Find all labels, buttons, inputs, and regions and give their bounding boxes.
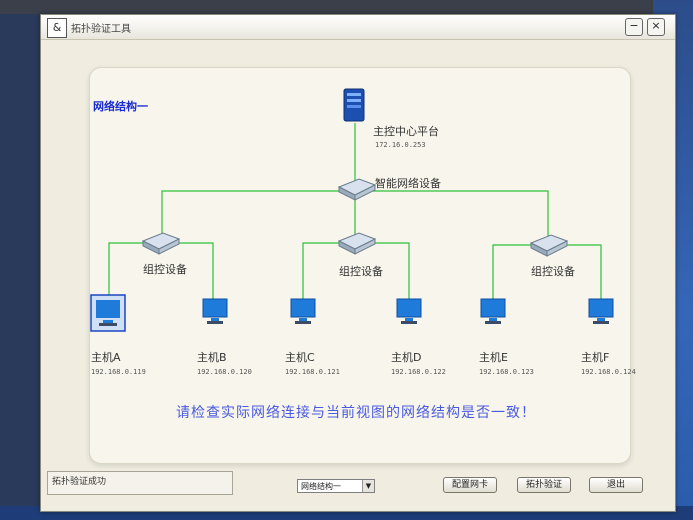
link-g3-hostF [565, 244, 602, 299]
app-window: & 拓扑验证工具 − × 网络结构一 [40, 14, 676, 512]
host-c-label: 主机C [285, 351, 315, 364]
link-g1-hostA [108, 242, 145, 299]
panel-title: 网络结构一 [93, 100, 148, 113]
host-f-label: 主机F [581, 351, 610, 364]
core-switch-label: 智能网络设备 [375, 177, 441, 190]
chevron-down-icon[interactable]: ▼ [362, 480, 374, 492]
minimize-button[interactable]: − [625, 18, 643, 36]
host-b-monitor-icon [202, 298, 228, 324]
structure-select-value: 网络结构一 [301, 482, 341, 491]
link-g3-hostE [492, 244, 535, 299]
link-g2-hostC [302, 242, 341, 299]
host-a-monitor-icon [90, 294, 126, 332]
link-g1-hostB [175, 242, 214, 299]
close-button[interactable]: × [647, 18, 665, 36]
structure-select[interactable]: 网络结构一 ▼ [297, 479, 375, 493]
host-e-ip: 192.168.0.123 [479, 368, 534, 376]
host-d-ip: 192.168.0.122 [391, 368, 446, 376]
group-switch-3-icon [529, 234, 569, 257]
config-nic-button[interactable]: 配置网卡 [443, 477, 497, 493]
network-links [108, 123, 602, 299]
host-b-ip: 192.168.0.120 [197, 368, 252, 376]
host-c-monitor-icon [290, 298, 316, 324]
core-switch-icon [337, 178, 377, 201]
group-switch-2-icon [337, 232, 377, 255]
exit-button[interactable]: 退出 [589, 477, 643, 493]
topology-diagram [90, 88, 614, 332]
host-c-ip: 192.168.0.121 [285, 368, 340, 376]
server-icon [343, 88, 365, 122]
topology-panel [89, 67, 631, 464]
verification-notice: 请检查实际网络连接与当前视图的网络结构是否一致！ [176, 405, 536, 421]
status-box: 拓扑验证成功 [47, 471, 233, 495]
host-f-monitor-icon [588, 298, 614, 324]
host-e-label: 主机E [479, 351, 508, 364]
host-e-monitor-icon [480, 298, 506, 324]
server-ip: 172.16.0.253 [375, 141, 426, 149]
link-g2-hostD [369, 242, 410, 299]
title-bar[interactable]: & 拓扑验证工具 − × [41, 15, 675, 40]
host-a-label: 主机A [91, 351, 121, 364]
group-1-label: 组控设备 [143, 263, 187, 276]
host-b-label: 主机B [197, 351, 227, 364]
window-title: 拓扑验证工具 [71, 24, 131, 35]
host-f-ip: 192.168.0.124 [581, 368, 636, 376]
group-switch-1-icon [141, 232, 181, 255]
host-d-monitor-icon [396, 298, 422, 324]
verify-topology-button[interactable]: 拓扑验证 [517, 477, 571, 493]
group-3-label: 组控设备 [531, 265, 575, 278]
host-a-ip: 192.168.0.119 [91, 368, 146, 376]
group-2-label: 组控设备 [339, 265, 383, 278]
app-icon: & [47, 18, 67, 38]
status-text: 拓扑验证成功 [52, 477, 107, 487]
host-d-label: 主机D [391, 351, 422, 364]
desktop-top-band [0, 0, 693, 14]
server-label: 主控中心平台 [373, 125, 439, 138]
